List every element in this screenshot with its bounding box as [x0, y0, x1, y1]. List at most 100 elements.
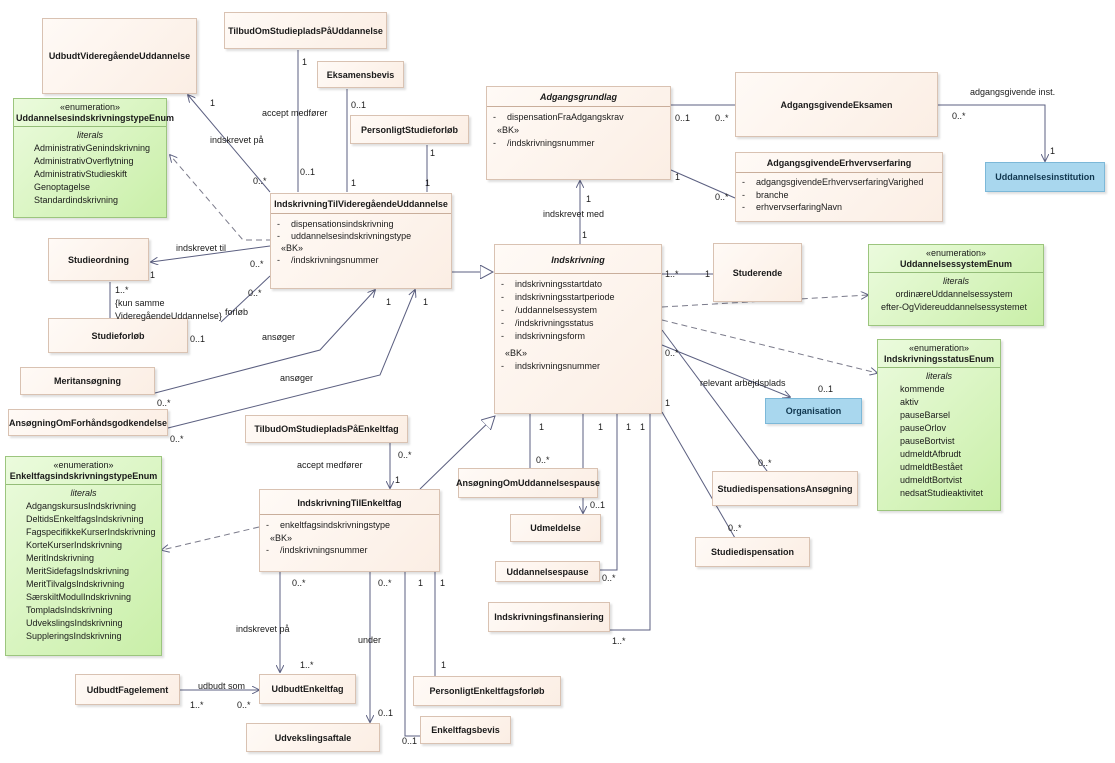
- class-organisation[interactable]: Organisation: [765, 398, 862, 424]
- line-ie-generalization: [419, 416, 495, 490]
- enum-enkeltfagsindskrivningstype[interactable]: «enumeration» Enkeltfagsindskrivningstyp…: [5, 456, 162, 656]
- attribute: -indskrivningsform: [501, 331, 586, 341]
- class-name: AnsøgningOmUddannelsespause: [455, 478, 601, 488]
- class-indskrivning-til-enkeltfag[interactable]: IndskrivningTilEnkeltfag -enkeltfagsinds…: [259, 489, 440, 572]
- line-ivu-studieordning: [151, 245, 271, 262]
- class-name: AnsøgningOmForhåndsgodkendelse: [9, 417, 168, 428]
- class-studieforloeb[interactable]: Studieforløb: [48, 318, 188, 353]
- enum-name: EnkeltfagsindskrivningstypeEnum: [6, 470, 161, 485]
- class-adgangsgrundlag[interactable]: Adgangsgrundlag -dispensationFraAdgangsk…: [486, 86, 671, 180]
- line-indskrivning-finans: [610, 414, 651, 631]
- literals-heading: literals: [942, 276, 969, 286]
- stereotype-bk: «BK»: [497, 124, 520, 135]
- multiplicity-label: 1: [1050, 146, 1056, 156]
- multiplicity-label: 1: [705, 269, 711, 279]
- enum-uddannelsesindskrivningstype[interactable]: «enumeration» Uddannelsesindskrivningsty…: [13, 98, 174, 218]
- class-adgangsgivende-erhvervserfaring[interactable]: AdgangsgivendeErhvervserfaring -adgangsg…: [735, 152, 943, 222]
- class-indskrivning[interactable]: Indskrivning -indskrivningsstartdato -in…: [494, 244, 662, 414]
- class-name: Uddannelsespause: [506, 566, 589, 577]
- literal: UdvekslingsIndskrivning: [26, 618, 123, 628]
- class-indskrivning-til-videregaaende-uddannelse[interactable]: IndskrivningTilVideregåendeUddannelse -d…: [270, 193, 452, 289]
- class-udbudt-videregaaende-uddannelse[interactable]: UdbudtVideregåendeUddannelse: [42, 18, 197, 94]
- literal: AdgangskursusIndskrivning: [26, 501, 137, 511]
- multiplicity-label: 1: [586, 194, 592, 204]
- class-name: Udmeldelse: [530, 523, 581, 533]
- multiplicity-label: 0..1: [300, 167, 316, 177]
- class-udvekslingsaftale[interactable]: Udvekslingsaftale: [246, 723, 380, 752]
- multiplicity-label: 1: [626, 422, 632, 432]
- multiplicity-label: 0..*: [292, 578, 306, 588]
- class-name: UdbudtEnkeltfag: [271, 684, 344, 694]
- association-label: ansøger: [280, 373, 314, 383]
- class-udbudt-fagelement[interactable]: UdbudtFagelement: [75, 674, 180, 705]
- multiplicity-label: 1: [210, 98, 216, 108]
- literal: Genoptagelse: [34, 182, 91, 192]
- constraint-label: VideregåendeUddannelse}: [115, 311, 222, 321]
- class-name: Indskrivning: [495, 245, 661, 274]
- literal: pauseBortvist: [900, 436, 955, 446]
- line-ie-enkeltfagsbevis: [404, 572, 420, 737]
- literal: nedsatStudieaktivitet: [900, 488, 984, 498]
- association-label: udbudt som: [198, 681, 246, 691]
- class-name: UdbudtVideregåendeUddannelse: [48, 51, 191, 61]
- class-tilbud-studieplads-uddannelse[interactable]: TilbudOmStudiepladsPåUddannelse: [224, 12, 387, 49]
- multiplicity-label: 0..*: [602, 573, 616, 583]
- multiplicity-label: 1: [351, 178, 357, 188]
- class-adgangsgivende-eksamen[interactable]: AdgangsgivendeEksamen: [735, 72, 938, 137]
- line-indskrivning-sdans: [661, 329, 771, 476]
- literals-heading: literals: [925, 371, 952, 381]
- class-studieordning[interactable]: Studieordning: [48, 238, 149, 281]
- class-name: Studieforløb: [91, 330, 145, 341]
- attribute: -indskrivningsstartperiode: [501, 292, 615, 302]
- literal: SærskiltModulIndskrivning: [26, 592, 132, 602]
- class-tilbud-studieplads-enkeltfag[interactable]: TilbudOmStudiepladsPåEnkeltfag: [245, 415, 408, 443]
- class-studiedispensation[interactable]: Studiedispensation: [695, 537, 810, 567]
- literal: aktiv: [900, 397, 919, 407]
- multiplicity-label: 1: [150, 270, 156, 280]
- association-label: indskrevet med: [543, 209, 605, 219]
- class-name: Organisation: [785, 406, 842, 416]
- enum-uddannelsessystem[interactable]: «enumeration» UddannelsessystemEnum lite…: [868, 244, 1044, 326]
- multiplicity-label: 1: [440, 578, 446, 588]
- class-studiedispensations-ansoegning[interactable]: StudiedispensationsAnsøgning: [712, 471, 858, 506]
- literal: kommende: [900, 384, 945, 394]
- class-meritansoegning[interactable]: Meritansøgning: [20, 367, 155, 395]
- class-name: AdgangsgivendeErhvervserfaring: [736, 153, 942, 173]
- class-eksamensbevis[interactable]: Eksamensbevis: [317, 61, 404, 88]
- multiplicity-label: 1..*: [300, 660, 314, 670]
- enum-indskrivningsstatus[interactable]: «enumeration» IndskrivningsstatusEnum li…: [877, 339, 1001, 511]
- multiplicity-label: 1: [640, 422, 646, 432]
- association-label: forløb: [225, 307, 249, 317]
- class-name: StudiedispensationsAnsøgning: [717, 483, 853, 494]
- line-ivu-studieforloeb: [220, 275, 271, 323]
- dep-indskrivning-status: [661, 319, 877, 373]
- dep-ie-enum: [162, 526, 260, 550]
- literal: AdministrativStudieskift: [34, 169, 128, 179]
- class-udmeldelse[interactable]: Udmeldelse: [510, 514, 601, 542]
- class-enkeltfagsbevis[interactable]: Enkeltfagsbevis: [420, 716, 511, 744]
- literal: efter-OgVidereuddannelsessystemet: [881, 302, 1027, 312]
- class-ansoegning-uddannelsespause[interactable]: AnsøgningOmUddannelsespause: [455, 468, 601, 498]
- class-uddannelsesinstitution[interactable]: Uddannelsesinstitution: [985, 162, 1105, 192]
- class-studerende[interactable]: Studerende: [713, 243, 802, 302]
- line-forhaands-ivu: [167, 290, 415, 429]
- literal: udmeldtAfbrudt: [900, 449, 962, 459]
- multiplicity-label: 1: [582, 230, 588, 240]
- multiplicity-label: 1: [665, 398, 671, 408]
- literals-heading: literals: [70, 488, 97, 498]
- multiplicity-label: 0..1: [818, 384, 834, 394]
- class-personligt-enkeltfagsforloeb[interactable]: PersonligtEnkeltfagsforløb: [413, 676, 561, 706]
- class-personligt-studieforloeb[interactable]: PersonligtStudieforløb: [350, 115, 469, 144]
- multiplicity-label: 0..1: [675, 113, 691, 123]
- multiplicity-label: 0..1: [378, 708, 394, 718]
- multiplicity-label: 0..1: [590, 500, 606, 510]
- association-label: indskrevet til: [176, 243, 227, 253]
- class-indskrivningsfinansiering[interactable]: Indskrivningsfinansiering: [488, 602, 610, 632]
- class-uddannelsespause[interactable]: Uddannelsespause: [495, 561, 600, 582]
- class-udbudt-enkeltfag[interactable]: UdbudtEnkeltfag: [259, 674, 356, 704]
- attribute: -indskrivningsstartdato: [501, 279, 603, 289]
- literal: AdministrativOverflytning: [34, 156, 134, 166]
- class-ansoegning-forhaandsgodkendelse[interactable]: AnsøgningOmForhåndsgodkendelse: [8, 409, 168, 436]
- literal: udmeldtBortvist: [900, 475, 963, 485]
- class-name: Studerende: [732, 267, 783, 278]
